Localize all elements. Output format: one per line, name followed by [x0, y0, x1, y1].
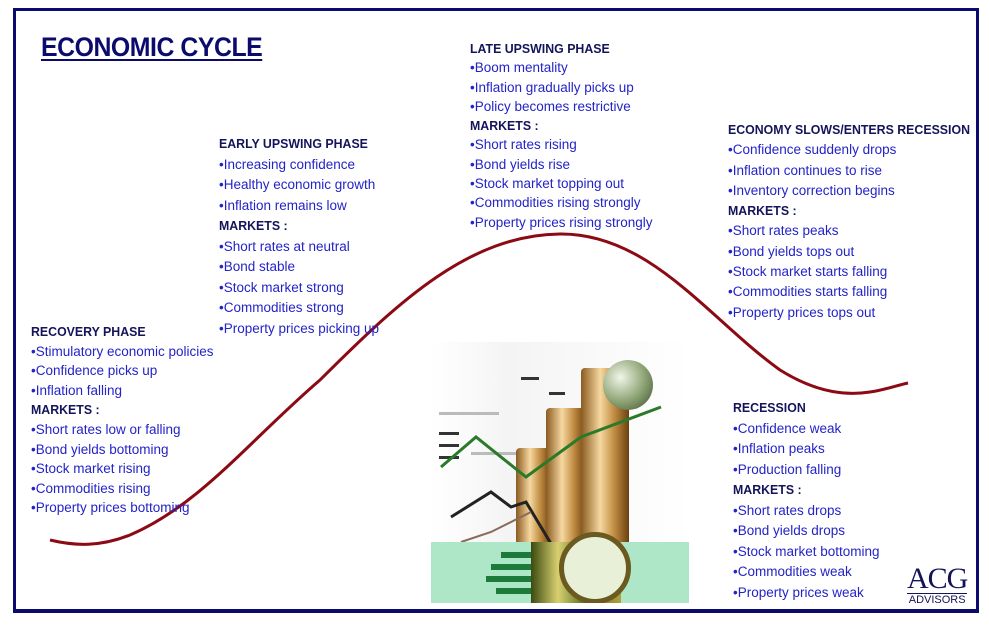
market-bullet: •Property prices weak [733, 584, 864, 600]
page-title: ECONOMIC CYCLE [41, 32, 263, 62]
market-bullet: •Bond yields tops out [728, 243, 855, 259]
phase-bullet: •Confidence picks up [31, 363, 158, 379]
market-bullet: •Bond stable [219, 259, 296, 274]
phase-bullet: •Confidence suddenly drops [728, 142, 897, 158]
market-bullet: •Bond yields bottoming [31, 441, 169, 457]
phase-bullet: •Confidence weak [733, 420, 842, 436]
market-bullet: •Property prices rising strongly [470, 214, 653, 230]
market-bullet: •Stock market bottoming [733, 543, 880, 559]
market-bullet: •Bond yields rise [470, 156, 571, 172]
phase-bullet: •Boom mentality [470, 60, 568, 76]
phase-heading: ECONOMY SLOWS/ENTERS RECESSION [728, 122, 971, 137]
market-bullet: •Stock market starts falling [728, 264, 888, 280]
phase-recovery: RECOVERY PHASE •Stimulatory economic poli… [31, 322, 214, 518]
phase-bullet: •Inflation falling [31, 382, 123, 398]
phase-heading: LATE UPSWING PHASE [470, 41, 610, 56]
market-bullet: •Commodities rising [31, 480, 151, 496]
market-bullet: •Commodities weak [733, 564, 852, 579]
phase-bullet: •Inflation remains low [219, 197, 347, 213]
market-bullet: •Short rates rising [470, 137, 577, 153]
cycle-curve-line [49, 232, 909, 546]
clock-icon [559, 532, 631, 603]
market-bullet: •Commodities rising strongly [470, 195, 641, 211]
market-bullet: •Stock market strong [219, 279, 344, 295]
phase-bullet: •Inflation gradually picks up [470, 79, 634, 95]
market-bullet: •Property prices bottoming [31, 500, 190, 516]
market-bullet: •Short rates peaks [728, 223, 839, 239]
phase-heading: RECOVERY PHASE [31, 324, 146, 339]
phase-heading: RECESSION [733, 400, 806, 415]
market-bullet: •Stock market topping out [470, 176, 625, 192]
phase-early-upswing: EARLY UPSWING PHASE •Increasing confidenc… [219, 134, 379, 339]
market-bullet: •Short rates drops [733, 502, 842, 518]
phase-bullet: •Production falling [733, 461, 842, 477]
market-bullet: •Property prices tops out [728, 304, 876, 320]
phase-recession: RECESSION •Confidence weak •Inflation peak… [733, 398, 880, 603]
phase-bullet: •Healthy economic growth [219, 177, 376, 192]
market-bullet: •Commodities starts falling [728, 284, 888, 300]
phase-heading: EARLY UPSWING PHASE [219, 136, 368, 151]
market-bullet: •Stock market rising [31, 461, 151, 477]
markets-label: MARKETS : [470, 118, 539, 134]
phase-bullet: •Increasing confidence [219, 156, 356, 172]
phase-bullet: •Stimulatory economic policies [31, 343, 214, 359]
markets-label: MARKETS : [219, 218, 288, 233]
phase-bullet: •Inventory correction begins [728, 182, 895, 198]
phase-late-upswing: LATE UPSWING PHASE •Boom mentality •Inflat… [470, 39, 653, 232]
market-bullet: •Bond yields drops [733, 523, 846, 538]
phase-bullet: •Policy becomes restrictive [470, 98, 631, 114]
phase-bullet: •Inflation peaks [733, 441, 825, 456]
market-bullet: •Commodities strong [219, 300, 344, 315]
market-bullet: •Property prices picking up [219, 320, 380, 336]
market-bullet: •Short rates at neutral [219, 238, 350, 254]
finance-collage-image [431, 342, 689, 603]
globe-icon [603, 360, 653, 410]
acg-advisors-logo: ACG ADVISORS [907, 562, 968, 606]
market-bullet: •Short rates low or falling [31, 421, 181, 437]
phase-bullet: •Inflation continues to rise [728, 162, 883, 178]
markets-label: MARKETS : [733, 482, 802, 497]
markets-label: MARKETS : [31, 402, 100, 418]
markets-label: MARKETS : [728, 203, 797, 219]
phase-slowdown: ECONOMY SLOWS/ENTERS RECESSION •Confidenc… [728, 120, 983, 323]
